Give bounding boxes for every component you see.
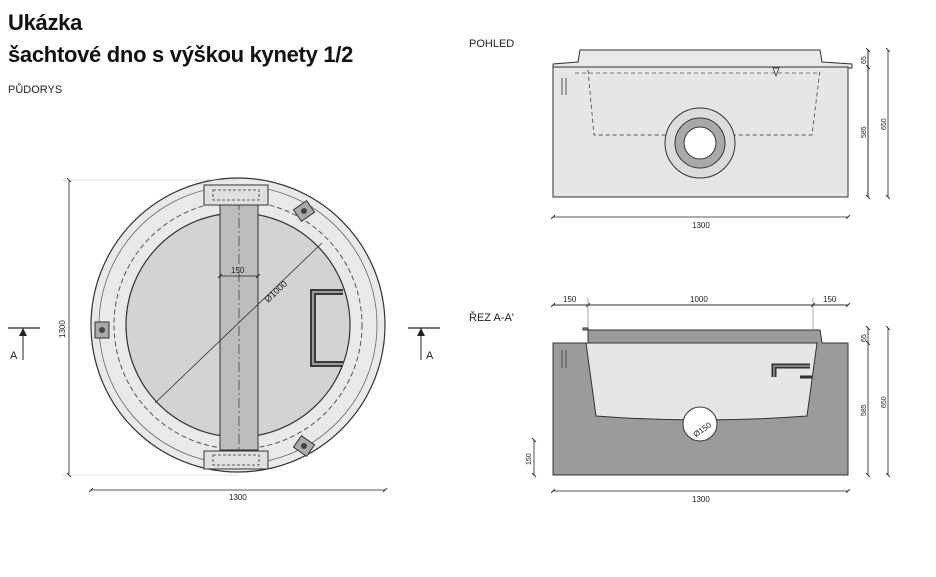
section-left-dim-text: 150 (563, 295, 577, 304)
plan-pipe-bottom-inner (212, 454, 260, 466)
drawing-title-line1: Ukázka (8, 10, 83, 35)
section-view-label: ŘEZ A-A' (469, 312, 514, 324)
section-view: 150 1000 150 Ø150 1300 150 65 585 650 (526, 295, 891, 504)
svg-text:A: A (426, 350, 434, 362)
plan-anchor-2 (94, 321, 110, 339)
elevation-top-collar (552, 49, 853, 69)
section-mark-right: A (408, 327, 440, 362)
plan-pipe-top (203, 184, 269, 206)
elevation-width-dim-text: 1300 (692, 221, 710, 230)
plan-view-label: PŮDORYS (8, 84, 63, 96)
plan-anchor-3 (292, 434, 316, 458)
section-top-dim-text: 65 (861, 334, 868, 342)
svg-text:A: A (10, 350, 18, 362)
drawing-title-line2: šachtové dno s výškou kynety 1/2 (8, 42, 353, 67)
section-middle-dim-text: 1000 (690, 295, 708, 304)
plan-channel-dim-text: 150 (231, 266, 245, 275)
elevation-body-dim-text: 585 (861, 126, 868, 138)
section-pipe: Ø150 (682, 406, 718, 442)
plan-pipe-top-inner (212, 189, 260, 201)
section-base-dim-text: 150 (526, 453, 533, 465)
elevation-view: 1300 65 585 650 (550, 47, 891, 230)
plan-diameter-line (154, 242, 323, 404)
elevation-total-dim-text: 650 (881, 118, 888, 130)
plan-anchor-1 (292, 199, 316, 223)
section-right-dim-text: 150 (823, 295, 837, 304)
plan-view: Ø1000 150 1300 1300 A A (8, 177, 440, 502)
plan-width-dim-text: 1300 (229, 493, 247, 502)
section-width-dim-text: 1300 (692, 495, 710, 504)
plan-height-dim-text: 1300 (58, 320, 67, 338)
section-mark-left: A (8, 327, 40, 362)
section-body-dim-text: 585 (861, 404, 868, 416)
elevation-top-dim-text: 65 (861, 56, 868, 64)
elevation-view-label: POHLED (469, 38, 515, 50)
elevation-pipe (664, 107, 736, 179)
plan-pipe-bottom (203, 450, 269, 470)
elevation-hidden-inner (587, 69, 821, 136)
section-total-dim-text: 650 (881, 396, 888, 408)
